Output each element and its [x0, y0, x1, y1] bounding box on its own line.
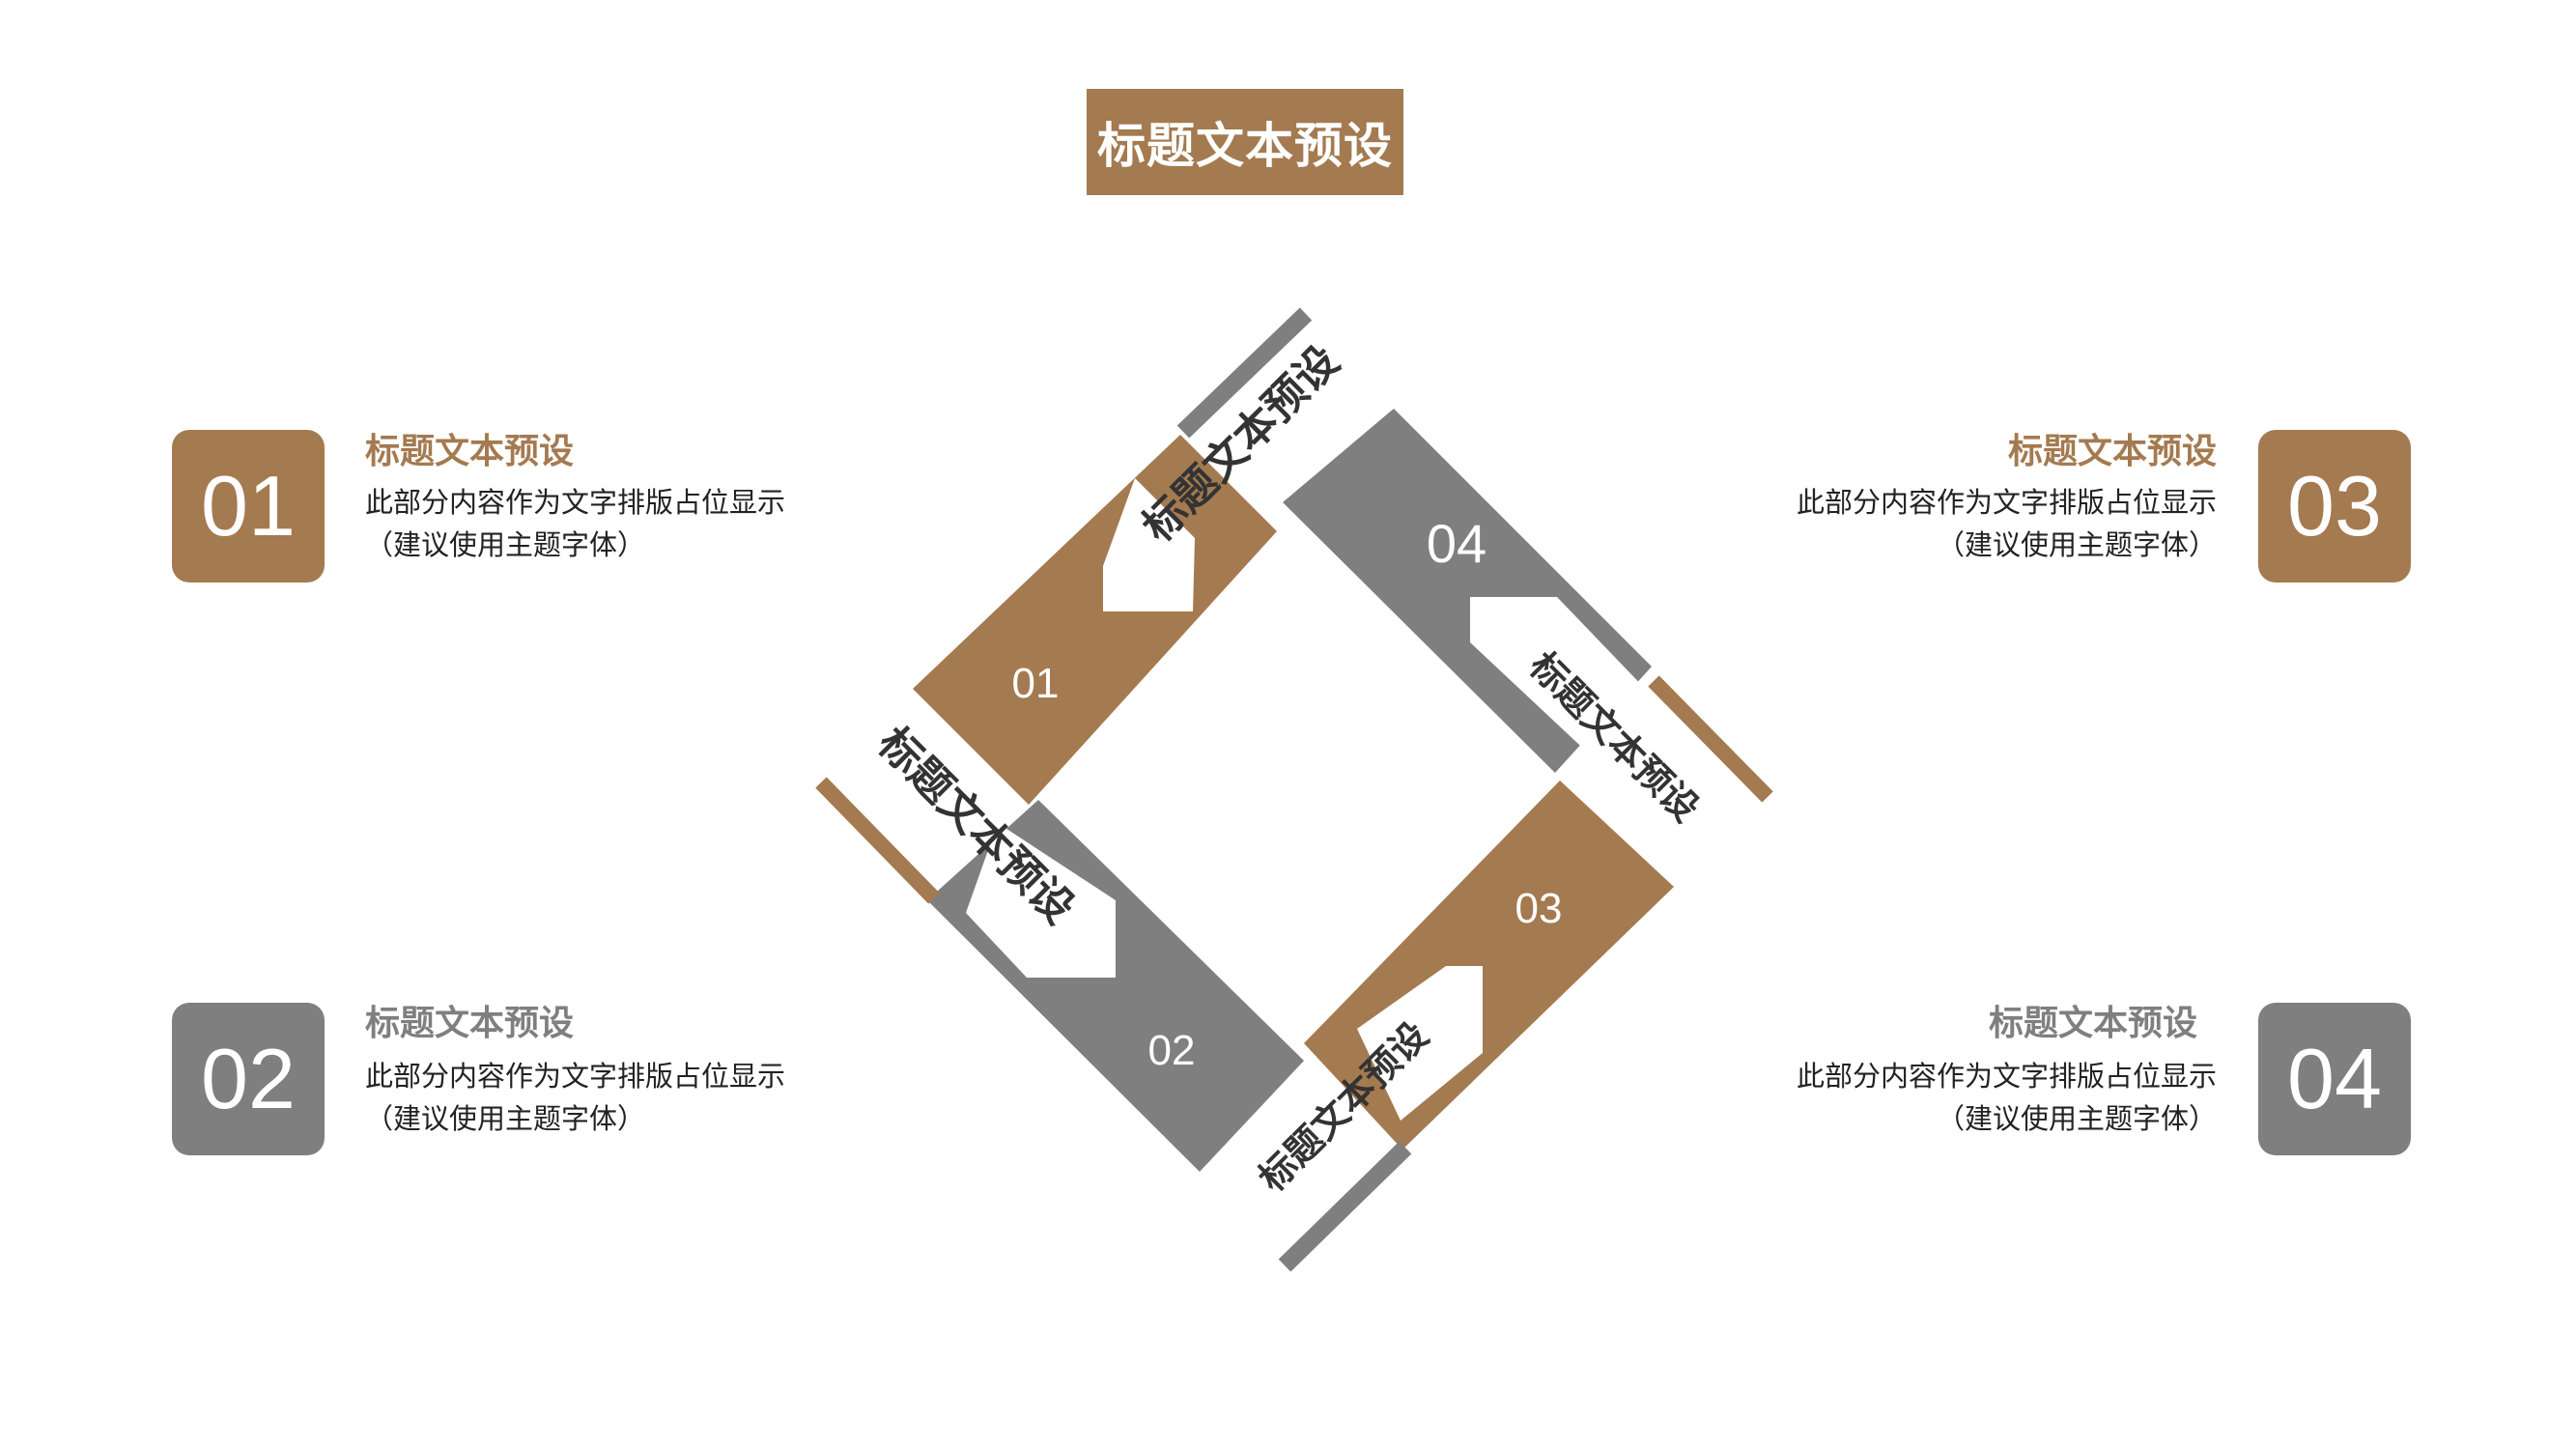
- bar-brown-left: [815, 777, 940, 904]
- block-02-arrow: [966, 823, 1116, 978]
- block-03-arrow: [1357, 966, 1483, 1121]
- item-03-title: 标题文本预设: [2007, 432, 2217, 471]
- item-04-title: 标题文本预设: [1988, 1004, 2197, 1043]
- block-01-shape: [913, 435, 1277, 805]
- block-02-number: 02: [1148, 1027, 1196, 1074]
- item-01-desc: 此部分内容作为文字排版占位显示 （建议使用主题字体）: [365, 481, 785, 566]
- block-04-number: 04: [1427, 513, 1486, 574]
- bar-gray-top: [1176, 307, 1313, 439]
- item-03-badge: 03: [2258, 430, 2411, 582]
- bar-gray-bottom: [1278, 1141, 1412, 1272]
- item-04-desc-line1: 此部分内容作为文字排版占位显示: [1796, 1060, 2217, 1093]
- item-01-desc-line1: 此部分内容作为文字排版占位显示: [365, 486, 786, 519]
- item-01-badge: 01: [172, 430, 325, 582]
- item-02-title: 标题文本预设: [365, 1004, 575, 1043]
- item-04-badge: 04: [2258, 1003, 2411, 1155]
- page-title: 标题文本预设: [1087, 89, 1403, 195]
- item-04-desc-line2: （建议使用主题字体）: [1936, 1102, 2217, 1135]
- item-03-desc-line2: （建议使用主题字体）: [1936, 528, 2217, 561]
- item-02-desc-line1: 此部分内容作为文字排版占位显示: [365, 1060, 786, 1093]
- item-01-title: 标题文本预设: [365, 432, 575, 471]
- block-04-arrow: [1470, 597, 1652, 758]
- bar-brown-right: [1648, 675, 1773, 803]
- item-04-desc: 此部分内容作为文字排版占位显示 （建议使用主题字体）: [1797, 1055, 2217, 1140]
- block-01-number: 01: [1012, 660, 1060, 707]
- block-01-arrow: [1103, 478, 1195, 611]
- item-02-desc-line2: （建议使用主题字体）: [365, 1102, 646, 1135]
- block-03-number: 03: [1515, 885, 1563, 932]
- item-02-badge: 02: [172, 1003, 325, 1155]
- item-01-desc-line2: （建议使用主题字体）: [365, 528, 646, 561]
- item-02-desc: 此部分内容作为文字排版占位显示 （建议使用主题字体）: [365, 1055, 785, 1140]
- item-03-desc: 此部分内容作为文字排版占位显示 （建议使用主题字体）: [1797, 481, 2217, 566]
- item-03-desc-line1: 此部分内容作为文字排版占位显示: [1796, 486, 2217, 519]
